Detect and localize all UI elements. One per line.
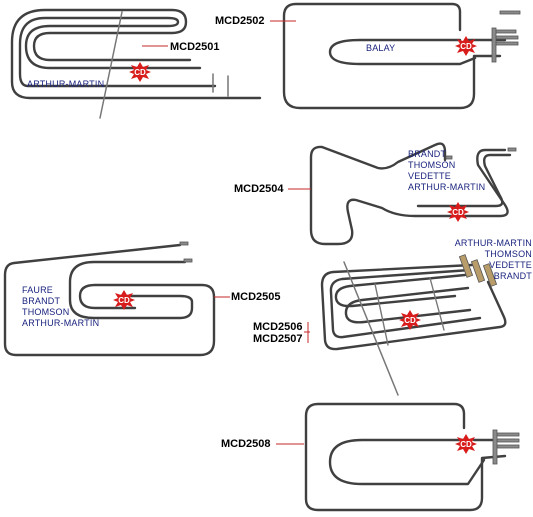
element-mcd2501	[10, 8, 262, 119]
brand-list-mcd2505: FAURE BRANDT THOMSON ARTHUR-MARTIN	[22, 285, 99, 329]
brand-label: ARTHUR-MARTIN	[408, 182, 486, 192]
product-code-mcd2508: MCD2508	[221, 438, 271, 450]
brand-label: VEDETTE	[408, 171, 451, 181]
product-code-mcd2501: MCD2501	[170, 41, 220, 53]
brand-label: ARTHUR-MARTIN	[22, 318, 100, 328]
brand-label: ARTHUR-MARTIN	[454, 238, 532, 248]
brand-list-mcd2506: ARTHUR-MARTIN THOMSON VEDETTE BRANDT	[455, 238, 532, 282]
product-code-mcd2507: MCD2507	[253, 333, 303, 345]
cd-logo-icon	[455, 434, 477, 454]
brand-label: ARTHUR-MARTIN	[27, 79, 105, 89]
product-code-mcd2505: MCD2505	[231, 291, 281, 303]
brand-list-mcd2504: BRANDT THOMSON VEDETTE ARTHUR-MARTIN	[408, 149, 485, 193]
product-code-mcd2504: MCD2504	[234, 183, 284, 195]
brand-label: BRANDT	[408, 149, 447, 159]
element-mcd2508	[304, 402, 517, 512]
element-mcd2506	[320, 261, 507, 396]
element-mcd2504	[309, 142, 512, 246]
element-mcd2505	[3, 243, 216, 357]
element-mcd2502	[282, 2, 507, 110]
brand-label: BRANDT	[493, 271, 532, 281]
leader-lines	[142, 20, 311, 445]
brand-label: FAURE	[22, 285, 54, 295]
brand-label: BALAY	[366, 43, 396, 53]
cd-logo-icon	[129, 62, 151, 82]
product-code-mcd2506: MCD2506	[253, 321, 303, 333]
brand-label: THOMSON	[408, 160, 456, 170]
product-code-mcd2502: MCD2502	[215, 15, 265, 27]
brand-label: THOMSON	[22, 307, 70, 317]
brand-label: BRANDT	[22, 296, 61, 306]
brand-label: VEDETTE	[489, 260, 532, 270]
brand-label: THOMSON	[484, 249, 532, 259]
terminal-pin	[495, 29, 517, 34]
